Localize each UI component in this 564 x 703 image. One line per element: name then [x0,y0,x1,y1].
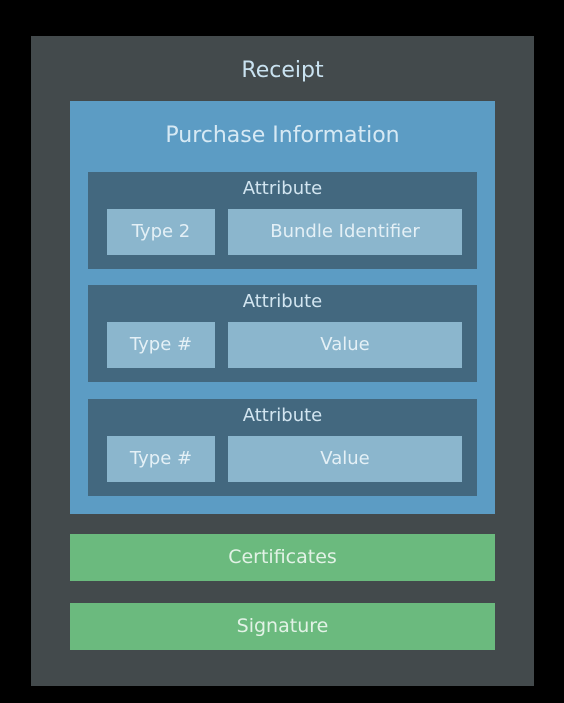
attribute-type-cell: Type 2 [107,209,215,255]
attribute-title: Attribute [242,178,323,199]
attribute-box: Attribute Type # Value [88,399,477,496]
signature-box: Signature [70,603,495,650]
certificates-box: Certificates [70,534,495,581]
purchase-information-box: Purchase Information Attribute Type 2 Bu… [70,101,495,514]
attribute-title: Attribute [242,405,323,426]
purchase-information-title: Purchase Information [165,123,400,148]
attribute-value-cell: Value [228,436,462,482]
attribute-type-cell: Type # [107,322,215,368]
attribute-value-cell: Bundle Identifier [228,209,462,255]
attribute-box: Attribute Type 2 Bundle Identifier [88,172,477,269]
attribute-type-cell: Type # [107,436,215,482]
attribute-box: Attribute Type # Value [88,285,477,382]
attribute-value-cell: Value [228,322,462,368]
attribute-title: Attribute [242,291,323,312]
receipt-container: Receipt Purchase Information Attribute T… [31,36,534,686]
receipt-title: Receipt [241,58,324,83]
